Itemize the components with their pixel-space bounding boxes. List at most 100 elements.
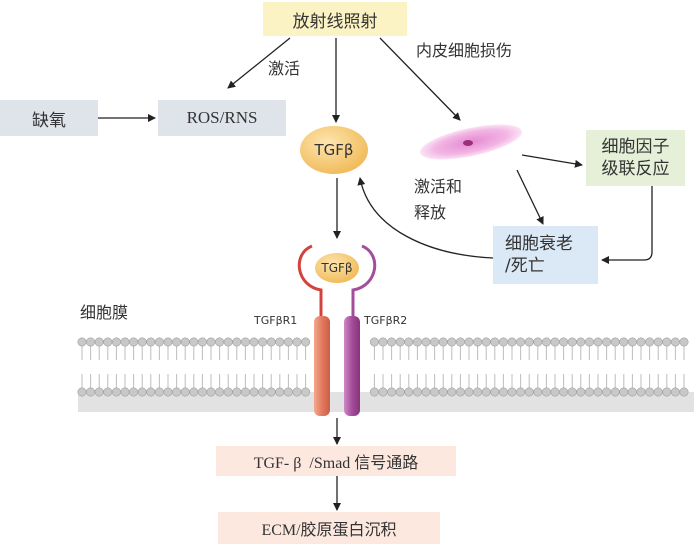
lipid-head	[258, 387, 268, 397]
lipid-head	[249, 337, 259, 347]
lipid-head	[369, 387, 379, 397]
lipid-head	[395, 387, 405, 397]
tgfb-label: TGFβ	[314, 141, 354, 159]
lipid-head	[421, 387, 431, 397]
lipid-head	[206, 387, 216, 397]
arrow-cytokine-to-senescence	[601, 186, 653, 264]
ecm-box: ECM/胶原蛋白沉积	[218, 512, 440, 544]
lipid-head	[111, 337, 121, 347]
senescence-box: 细胞衰老 /死亡	[493, 226, 598, 284]
lipid-head	[567, 387, 577, 397]
lipid-head	[473, 337, 483, 347]
lipid-head	[189, 387, 199, 397]
lipid-head	[378, 387, 388, 397]
lipid-head	[627, 387, 637, 397]
lipid-head	[602, 387, 612, 397]
lipid-head	[619, 337, 629, 347]
lipid-head	[154, 337, 164, 347]
lipid-head	[240, 387, 250, 397]
lipid-head	[258, 337, 268, 347]
lipid-head	[180, 387, 190, 397]
lipid-head	[86, 387, 96, 397]
lipid-head	[206, 337, 216, 347]
lipid-head	[412, 337, 422, 347]
lipid-head	[645, 337, 655, 347]
lipid-head	[507, 337, 517, 347]
ros-rns-label: ROS/RNS	[186, 108, 258, 127]
activation-label: 激活	[268, 59, 301, 78]
lipid-head	[163, 387, 173, 397]
lipid-head	[447, 337, 457, 347]
lipid-head	[240, 337, 250, 347]
lipid-head	[541, 337, 551, 347]
lipid-head	[670, 387, 680, 397]
lipid-head	[533, 387, 543, 397]
lipid-head	[86, 337, 96, 347]
lipid-head	[292, 337, 302, 347]
arrow-senescence-to-tgfb	[357, 177, 494, 259]
lipid-head	[610, 387, 620, 397]
lipid-head	[421, 337, 431, 347]
lipid-head	[550, 337, 560, 347]
lipid-head	[576, 337, 586, 347]
lipid-head	[498, 387, 508, 397]
lipid-head	[94, 337, 104, 347]
lipid-head	[645, 387, 655, 397]
lipid-head	[610, 337, 620, 347]
receptor2-label: TGFβR2	[364, 314, 408, 327]
lipid-head	[163, 337, 173, 347]
lipid-head	[77, 387, 87, 397]
lipid-head	[516, 337, 526, 347]
arrow-cell-to-cytokine	[521, 154, 583, 168]
lipid-head	[412, 387, 422, 397]
lipid-head	[283, 337, 293, 347]
lipid-head	[473, 387, 483, 397]
lipid-head	[129, 337, 139, 347]
lipid-head	[172, 387, 182, 397]
lipid-head	[430, 387, 440, 397]
lipid-head	[516, 387, 526, 397]
lipid-head	[533, 337, 543, 347]
receptor1-label: TGFβR1	[254, 314, 298, 327]
lipid-head	[627, 337, 637, 347]
lipid-head	[172, 337, 182, 347]
receptor1-arm	[297, 244, 323, 316]
lipid-head	[524, 387, 534, 397]
lipid-head	[576, 387, 586, 397]
lipid-head	[395, 337, 405, 347]
lipid-head	[507, 387, 517, 397]
receptor1-body	[314, 316, 330, 416]
smad-label: TGF- β /Smad 信号通路	[253, 455, 419, 472]
senescence-label-2: /死亡	[505, 256, 545, 276]
lipid-head	[653, 337, 663, 347]
lipid-head	[215, 337, 225, 347]
lipid-head	[223, 337, 233, 347]
lipid-head	[464, 337, 474, 347]
lipid-head	[430, 337, 440, 347]
hypoxia-label: 缺氧	[32, 110, 66, 131]
lipid-head	[369, 337, 379, 347]
receptor2-arm	[351, 244, 377, 316]
lipid-head	[387, 387, 397, 397]
ecm-label: ECM/胶原蛋白沉积	[261, 522, 397, 539]
lipid-head	[275, 387, 285, 397]
hypoxia-box: 缺氧	[0, 100, 98, 136]
lipid-head	[378, 337, 388, 347]
cytokine-label-2: 级联反应	[601, 159, 670, 179]
radiation-label: 放射线照射	[292, 11, 378, 32]
lipid-head	[387, 337, 397, 347]
tgfb-ball	[300, 126, 368, 174]
lipid-head	[129, 387, 139, 397]
membrane-label: 细胞膜	[80, 303, 129, 322]
lipid-head	[137, 337, 147, 347]
lipid-head	[120, 387, 130, 397]
lipid-head	[602, 337, 612, 347]
lipid-head	[584, 337, 594, 347]
lipid-head	[559, 387, 569, 397]
lipid-head	[111, 387, 121, 397]
lipid-head	[593, 387, 603, 397]
arrow-radiation-to-ros	[227, 37, 291, 89]
lipid-head	[593, 337, 603, 347]
